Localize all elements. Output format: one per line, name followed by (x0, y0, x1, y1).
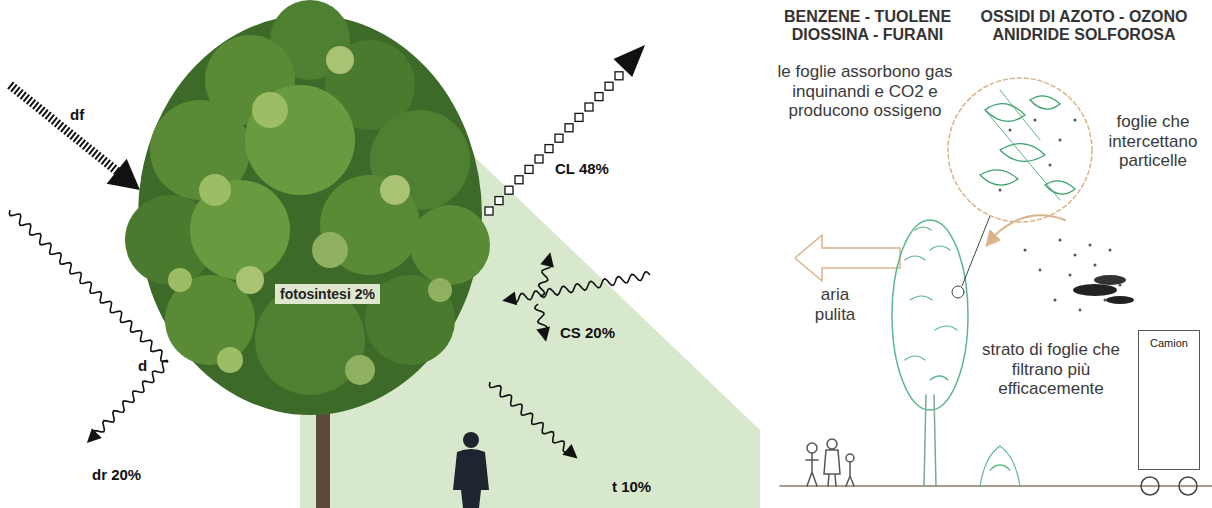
step-square (585, 103, 593, 111)
arrow-head (540, 252, 554, 267)
radiation-label: df (70, 106, 84, 123)
step-square (575, 113, 583, 121)
caption-text: OSSIDI DI AZOTO - OZONO ANIDRIDE SOLFORO… (962, 8, 1206, 45)
radiation-label: t 10% (612, 478, 651, 495)
step-square (555, 134, 563, 142)
wave-line (489, 382, 570, 452)
step-square (485, 207, 493, 215)
step-square (515, 176, 523, 184)
step-square (535, 155, 543, 163)
value-box: fotosintesi 2% (275, 284, 380, 304)
arrow-head (107, 159, 140, 190)
step-square (615, 72, 623, 80)
arrow-head (562, 444, 577, 458)
wave-line (93, 361, 168, 436)
right-illustration (780, 78, 1212, 495)
arrow-head (536, 327, 550, 342)
step-square (565, 124, 573, 132)
hatched-arrow (10, 85, 118, 172)
wave-line (9, 210, 168, 362)
truck-box: Camion (1138, 330, 1200, 470)
radiation-label: CL 48% (555, 160, 609, 177)
wave-line (539, 262, 551, 296)
caption-text: BENZENE - TUOLENE DIOSSINA - FURANI (765, 8, 970, 45)
radiation-arrows (9, 45, 650, 459)
node-text: fotosintesi 2% (280, 286, 375, 302)
caption-text: strato di foglie che filtrano più effica… (975, 340, 1127, 399)
step-square (545, 145, 553, 153)
arrow-head (613, 45, 645, 77)
step-square (525, 165, 533, 173)
person (453, 432, 489, 508)
caption-text: foglie che intercettano particelle (1100, 112, 1206, 171)
radiation-label: dr 20% (92, 466, 141, 483)
step-square (505, 186, 513, 194)
radiation-label: d (138, 357, 147, 374)
arrow-head (87, 428, 102, 443)
wave-line (512, 272, 650, 302)
node-text: Camion (1144, 337, 1194, 349)
arrow-head (502, 291, 517, 305)
caption-text: aria pulita (805, 285, 865, 324)
step-square (495, 197, 503, 205)
tree-canopy (125, 0, 490, 415)
caption-text: le foglie assorbono gas inquinandi e CO2… (775, 62, 955, 121)
step-square (595, 93, 603, 101)
radiation-label: CS 20% (560, 324, 615, 341)
step-square (605, 82, 613, 90)
